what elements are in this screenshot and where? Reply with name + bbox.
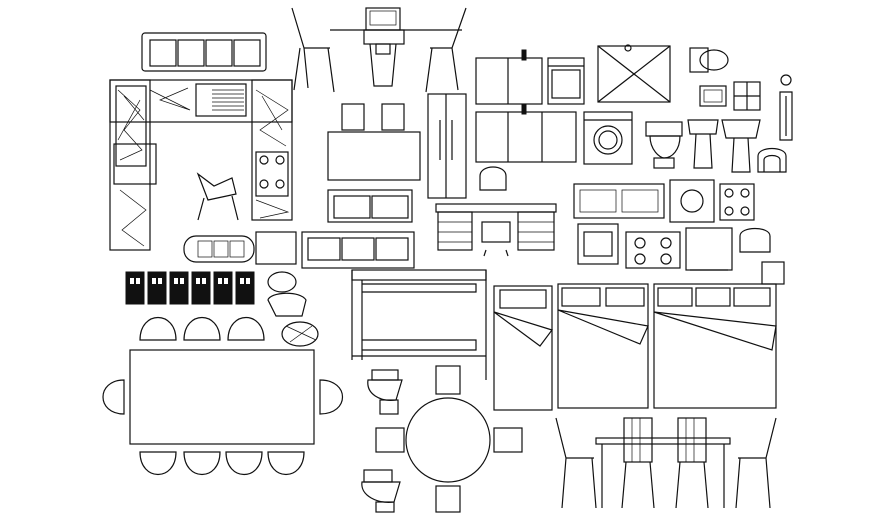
double-kitchen-sink-icon (573, 183, 665, 219)
sofa-plan-icon (183, 231, 415, 269)
bar-table-with-chairs-elevation-icon (555, 417, 777, 509)
toilet-plan-icon (689, 47, 729, 73)
electric-range-icon (547, 57, 585, 105)
television-icon (685, 227, 733, 271)
window-icon (733, 81, 761, 111)
l-shaped-kitchen-plan-icon (109, 79, 293, 251)
pedestal-sink-elevation-icon (687, 119, 761, 173)
bar-stool-side-view-icon (291, 7, 467, 93)
king-bed-icon (653, 283, 777, 409)
desk-with-drawers-icon (435, 203, 557, 257)
kitchen-cabinets-elevation-icon (475, 49, 577, 163)
dining-chairs-row-icon (139, 316, 265, 341)
microwave-icon (577, 223, 619, 265)
floor-lamp-elevation-icon (779, 74, 793, 141)
kitchen-table-with-chairs-icon (327, 103, 421, 223)
cooktop-icon (625, 183, 755, 269)
toilet-side-view-icon (361, 369, 403, 513)
refrigerator-elevation-icon (427, 93, 467, 199)
person-at-desk-icon (267, 271, 319, 347)
twin-bed-icon (493, 285, 553, 411)
full-bed-icon (557, 283, 649, 409)
shower-plan-icon (597, 44, 671, 103)
three-seat-sofa-icon (141, 32, 267, 72)
pedestal-sink-and-cabinet-elevation-icon (330, 7, 462, 87)
dining-chairs-row-icon (125, 271, 255, 305)
washing-machine-icon (583, 111, 633, 165)
toilet-elevation-icon (645, 121, 683, 169)
bathroom-sink-icon (699, 85, 727, 107)
armchair-icon (479, 166, 507, 191)
dining-table-eight-chairs-icon (102, 349, 344, 476)
armchair-icon (757, 147, 787, 173)
dryer-icon (669, 179, 715, 223)
round-table-four-chairs-icon (375, 365, 523, 513)
armchair-icon (739, 227, 785, 285)
lounge-chair-side-view-icon (196, 172, 239, 221)
bunk-bed-icon (351, 269, 487, 380)
